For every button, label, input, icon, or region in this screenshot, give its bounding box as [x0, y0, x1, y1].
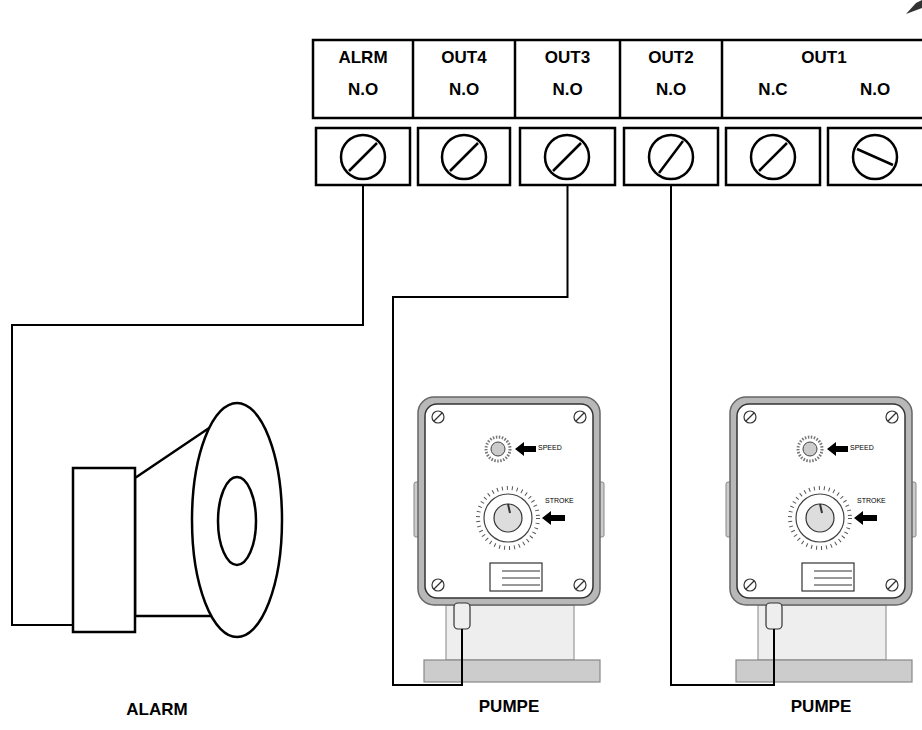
alarm-horn: ALARM	[72, 400, 342, 640]
screw-terminals	[316, 128, 922, 185]
terminal-name: OUT2	[620, 48, 722, 68]
control-label: SPEED	[850, 444, 890, 452]
terminal-column: OUT3N.O	[515, 40, 620, 185]
contact-type: N.O	[515, 80, 620, 100]
terminal-block	[313, 40, 922, 118]
device-label: PUMPE	[418, 697, 600, 717]
contact-type: N.C	[722, 80, 824, 100]
contact-type: N.O	[620, 80, 722, 100]
terminal-name: ALRM	[313, 48, 413, 68]
dosing-pump: SPEEDSTROKEPUMPE	[418, 397, 600, 689]
device-label: ALARM	[72, 700, 242, 720]
control-label: STROKE	[857, 497, 899, 505]
terminal-column: ALRM N.O	[313, 40, 413, 185]
contact-type: N.O	[313, 80, 413, 100]
terminal-column: OUT1N.CN.O	[722, 40, 922, 185]
wire	[12, 185, 363, 625]
terminal-column: OUT2N.O	[620, 40, 722, 185]
dosing-pump: SPEEDSTROKEPUMPE	[730, 397, 912, 689]
control-label: SPEED	[538, 444, 578, 452]
wire	[393, 185, 568, 685]
wire	[671, 185, 730, 685]
dosing-pump	[726, 397, 916, 685]
contact-type: N.O	[824, 80, 922, 100]
dosing-pump	[414, 397, 604, 685]
device-label: PUMPE	[730, 697, 912, 717]
control-label: STROKE	[545, 497, 587, 505]
alarm-horn	[73, 403, 282, 637]
terminal-name: OUT4	[413, 48, 515, 68]
corner-mark	[906, 0, 922, 14]
contact-type: N.O	[413, 80, 515, 100]
terminal-name: OUT1	[722, 48, 922, 68]
terminal-column: OUT4N.O	[413, 40, 515, 185]
terminal-name: OUT3	[515, 48, 620, 68]
